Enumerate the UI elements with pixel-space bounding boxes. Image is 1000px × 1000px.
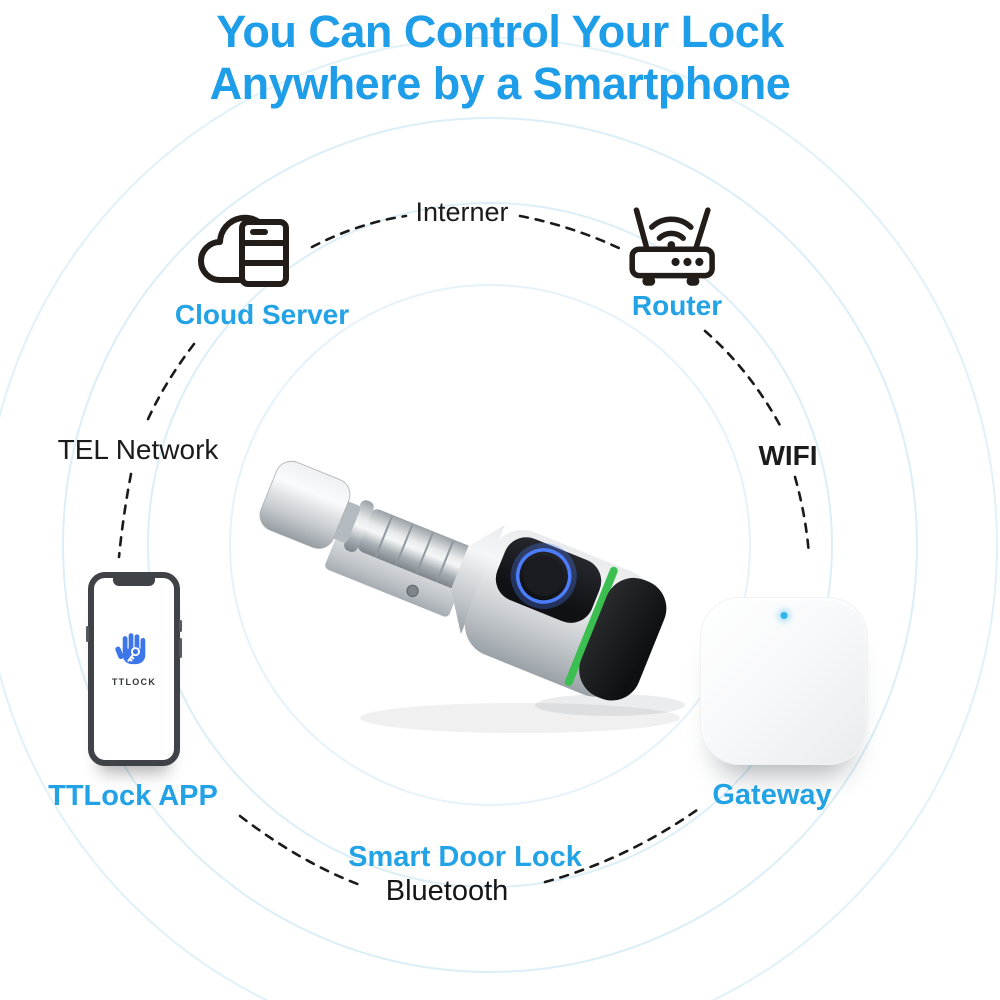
ttlock-hand-key-icon [115,633,146,665]
lock-head [464,529,653,697]
lock-shaft [357,509,474,589]
connector-phone-bluetooth [238,814,362,887]
fingerprint-ring-glow [510,542,577,609]
phone-side-button [86,626,89,642]
lock-taper [451,524,506,635]
connector-internet-router [518,214,623,251]
connector-router-wifi [703,329,785,433]
lock-shadow [360,703,680,733]
lock-fingerprint-panel [495,537,602,623]
phone-side-button [179,638,182,658]
bluetooth-label: Bluetooth [385,875,509,907]
gateway-label: Gateway [712,779,832,811]
router-label: Router [631,290,723,321]
page-title-line2: Anywhere by a Smartphone [209,58,791,109]
phone-notch [113,577,155,586]
lock-neck [330,501,361,543]
connector-wifi-gateway [793,475,811,557]
smart-lock-body [259,460,667,701]
lock-screw [406,584,419,598]
lock-profile-bar [325,530,463,617]
phone-screen: TTLOCK [96,580,172,758]
phone-side-button [179,620,182,632]
lock-shadow [535,694,685,716]
connector-tel-phone [117,472,133,559]
smartphone: TTLOCK [86,572,182,766]
gateway-status-led [780,612,788,619]
gateway-device [700,597,868,765]
page-title-line1: You Can Control Your Lock [216,6,784,57]
fingerprint-ring [515,548,572,604]
tel-network-label: TEL Network [57,434,219,465]
smart-door-lock-label: Smart Door Lock [348,841,582,873]
ttlock-app-name: TTLOCK [111,677,157,687]
internet-label: Interner [415,197,509,227]
lock-collar [344,500,374,552]
router-icon [629,207,715,286]
connector-cloud-tel [143,342,196,428]
lock-green-ring [564,566,618,687]
page-title: You Can Control Your Lock Anywhere by a … [0,6,1000,110]
cloud-server-icon [198,214,289,287]
ttlock-app-label: TTLock APP [48,780,218,812]
lock-end-cap [579,577,667,701]
cloud-server-label: Cloud Server [174,299,350,330]
fingerprint-pad [523,555,564,596]
connector-cloud-internet [310,214,408,249]
lock-thumbturn-knob [259,460,351,549]
wifi-label: WIFI [758,440,818,471]
